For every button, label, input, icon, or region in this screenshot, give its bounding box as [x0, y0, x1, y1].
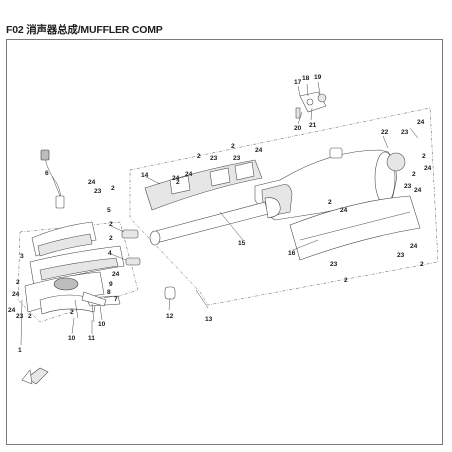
- callout-6: 6: [45, 170, 49, 177]
- callout-24: 24: [172, 175, 180, 182]
- callout-2: 2: [109, 221, 113, 228]
- callout-24: 24: [112, 271, 120, 278]
- callout-18: 18: [302, 75, 310, 82]
- callout-23: 23: [94, 188, 102, 195]
- callout-14: 14: [141, 172, 149, 179]
- callout-20: 20: [294, 125, 302, 132]
- callout-2: 2: [109, 235, 113, 242]
- callout-2: 2: [422, 153, 426, 160]
- heat-shield: [289, 195, 421, 261]
- callout-2: 2: [28, 313, 32, 320]
- callout-17: 17: [294, 79, 302, 86]
- muffler-body: [254, 147, 406, 221]
- callout-11: 11: [88, 335, 95, 342]
- callout-24: 24: [12, 291, 20, 298]
- callout-2: 2: [197, 153, 201, 160]
- callout-13: 13: [205, 316, 213, 323]
- callout-2: 2: [231, 143, 235, 150]
- mount-bracket: [295, 91, 327, 119]
- callout-23: 23: [397, 252, 405, 259]
- callout-23: 23: [404, 183, 412, 190]
- diagram-title: F02 消声器总成/MUFFLER COMP: [6, 24, 163, 36]
- callout-24: 24: [424, 165, 432, 172]
- callout-labels: 17 18 19 20 21 22 23 24 24 2 2 23 24 2 2…: [8, 74, 432, 354]
- spring-part: [164, 286, 176, 300]
- callout-23: 23: [210, 155, 218, 162]
- callout-2: 2: [328, 199, 332, 206]
- callout-2: 2: [70, 309, 74, 316]
- callout-23: 23: [233, 155, 241, 162]
- callout-24: 24: [88, 179, 96, 186]
- callout-5: 5: [107, 207, 111, 214]
- callout-24: 24: [410, 243, 418, 250]
- callout-9: 9: [109, 281, 113, 288]
- callout-24: 24: [340, 207, 348, 214]
- callout-2: 2: [111, 185, 115, 192]
- callout-2: 2: [420, 261, 424, 268]
- leader-lines: [20, 81, 419, 346]
- callout-24: 24: [8, 307, 16, 314]
- o2-sensor: [40, 149, 65, 209]
- callout-3: 3: [20, 253, 24, 260]
- callout-24: 24: [185, 171, 193, 178]
- callout-2: 2: [412, 171, 416, 178]
- callout-2: 2: [16, 279, 20, 286]
- callout-8: 8: [107, 289, 111, 296]
- callout-23: 23: [401, 129, 409, 136]
- callout-24: 24: [255, 147, 263, 154]
- callout-22: 22: [381, 129, 389, 136]
- upper-heat-guard: [144, 159, 263, 211]
- callout-24: 24: [417, 119, 425, 126]
- callout-15: 15: [238, 240, 246, 247]
- callout-19: 19: [314, 74, 322, 81]
- callout-16: 16: [288, 250, 296, 257]
- callout-10: 10: [98, 321, 106, 328]
- front-arrow-icon: [21, 367, 49, 385]
- callout-23: 23: [330, 261, 338, 268]
- callout-12: 12: [166, 313, 174, 320]
- diagram-frame: [6, 39, 443, 445]
- callout-21: 21: [309, 122, 317, 129]
- callout-7: 7: [114, 296, 118, 303]
- callout-24: 24: [414, 187, 422, 194]
- exhaust-pipe: [149, 197, 281, 246]
- lower-stay: [74, 291, 107, 323]
- callout-10: 10: [68, 335, 76, 342]
- callout-4: 4: [108, 250, 112, 257]
- callout-2: 2: [176, 179, 180, 186]
- callout-23: 23: [16, 313, 24, 320]
- callout-2: 2: [344, 277, 348, 284]
- callout-1: 1: [18, 347, 22, 354]
